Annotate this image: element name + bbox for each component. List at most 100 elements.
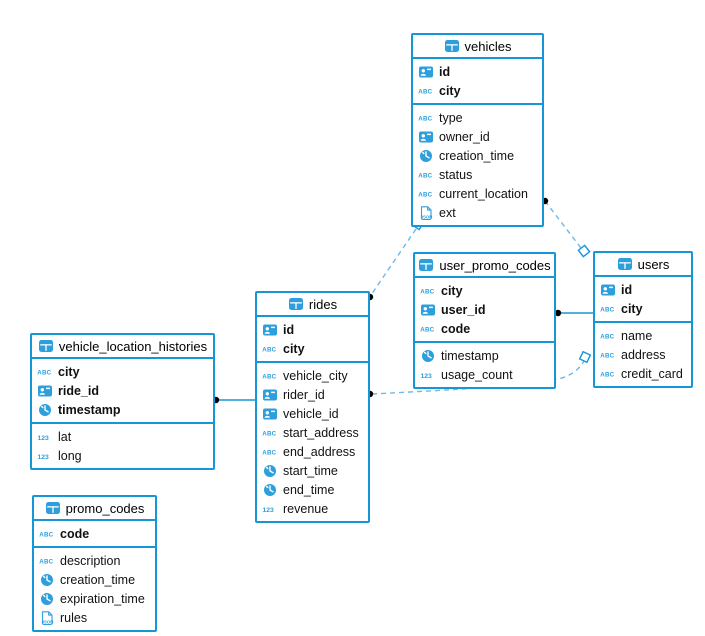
- column-name: id: [621, 282, 633, 297]
- column-row-creation_time[interactable]: creation_time: [413, 146, 542, 165]
- column-row-creation_time[interactable]: creation_time: [34, 570, 155, 589]
- timestamp-icon: [418, 148, 434, 164]
- column-name: code: [60, 526, 90, 541]
- uuid-icon: [37, 383, 53, 399]
- timestamp-icon: [39, 591, 55, 607]
- column-row-id[interactable]: id: [257, 320, 368, 339]
- number-icon: 123: [37, 429, 53, 445]
- column-name: timestamp: [58, 402, 121, 417]
- string-icon: ABC: [418, 83, 434, 99]
- column-name: city: [283, 341, 305, 356]
- table-header[interactable]: vehicle_location_histories: [32, 335, 213, 359]
- column-row-ride_id[interactable]: ride_id: [32, 381, 213, 400]
- table-icon: [38, 338, 54, 354]
- table-header[interactable]: rides: [257, 293, 368, 317]
- uuid-icon: [262, 322, 278, 338]
- column-name: ride_id: [58, 383, 99, 398]
- column-name: current_location: [439, 186, 528, 201]
- column-row-id[interactable]: id: [595, 280, 691, 299]
- table-icon: [45, 500, 61, 516]
- table-header[interactable]: user_promo_codes: [415, 254, 554, 278]
- table-header[interactable]: promo_codes: [34, 497, 155, 521]
- column-name: start_time: [283, 463, 338, 478]
- timestamp-icon: [262, 463, 278, 479]
- number-icon: 123: [420, 367, 436, 383]
- svg-text:123: 123: [38, 453, 50, 460]
- column-row-usage_count[interactable]: 123 usage_count: [415, 365, 554, 384]
- table-header[interactable]: users: [595, 253, 691, 277]
- column-name: owner_id: [439, 129, 490, 144]
- column-name: timestamp: [441, 348, 499, 363]
- relationship-vehicles-to-rides: [370, 228, 417, 296]
- column-row-owner_id[interactable]: owner_id: [413, 127, 542, 146]
- svg-text:ABC: ABC: [262, 373, 276, 380]
- column-row-id[interactable]: id: [413, 62, 542, 81]
- column-row-vehicle_id[interactable]: vehicle_id: [257, 404, 368, 423]
- uuid-icon: [600, 282, 616, 298]
- table-title: vehicles: [464, 38, 512, 54]
- json-icon: JSON: [39, 610, 55, 626]
- column-row-start_time[interactable]: start_time: [257, 461, 368, 480]
- relationship-endpoint-diamond: [578, 350, 592, 364]
- table-title: rides: [308, 296, 338, 312]
- columns-section: timestamp 123 usage_count: [415, 341, 554, 387]
- column-row-rider_id[interactable]: rider_id: [257, 385, 368, 404]
- svg-text:ABC: ABC: [600, 306, 614, 313]
- column-row-lat[interactable]: 123 lat: [32, 427, 213, 446]
- string-icon: ABC: [39, 553, 55, 569]
- column-row-current_location[interactable]: ABC current_location: [413, 184, 542, 203]
- table-header[interactable]: vehicles: [413, 35, 542, 59]
- table-icon: [617, 256, 633, 272]
- column-name: user_id: [441, 302, 486, 317]
- string-icon: ABC: [262, 444, 278, 460]
- column-name: creation_time: [60, 572, 136, 587]
- table-icon: [444, 38, 460, 54]
- column-row-timestamp[interactable]: timestamp: [415, 346, 554, 365]
- column-name: usage_count: [441, 367, 513, 382]
- column-row-timestamp[interactable]: timestamp: [32, 400, 213, 419]
- string-icon: ABC: [418, 186, 434, 202]
- timestamp-icon: [39, 572, 55, 588]
- column-row-user_id[interactable]: user_id: [415, 300, 554, 319]
- column-name: id: [439, 64, 451, 79]
- svg-text:ABC: ABC: [420, 288, 434, 295]
- column-name: start_address: [283, 425, 359, 440]
- column-row-end_time[interactable]: end_time: [257, 480, 368, 499]
- column-name: ext: [439, 205, 456, 220]
- column-row-expiration_time[interactable]: expiration_time: [34, 589, 155, 608]
- column-name: lat: [58, 429, 72, 444]
- relationship-endpoint-diamond: [577, 244, 591, 258]
